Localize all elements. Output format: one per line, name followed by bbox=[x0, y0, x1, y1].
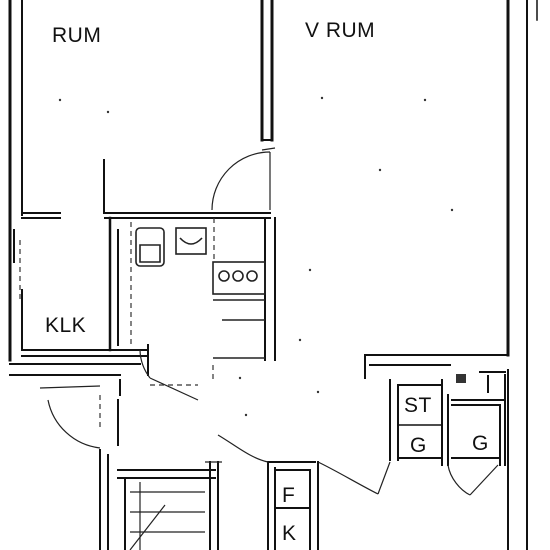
specks bbox=[58, 96, 466, 417]
walls bbox=[8, 0, 538, 550]
room-label-g-left: G bbox=[410, 434, 427, 457]
room-label-g-right: G bbox=[472, 432, 489, 455]
room-label-st: ST bbox=[404, 394, 432, 417]
room-labels: RUM V RUM KLK ST G G F K bbox=[45, 19, 489, 545]
room-label-klk: KLK bbox=[45, 314, 86, 337]
dashed-lines bbox=[19, 240, 214, 430]
kitchen-fixtures bbox=[130, 218, 266, 359]
room-label-v-rum: V RUM bbox=[305, 19, 375, 42]
room-label-rum: RUM bbox=[52, 24, 101, 47]
room-label-f: F bbox=[282, 484, 295, 507]
stairs bbox=[129, 482, 205, 550]
room-label-k: K bbox=[282, 522, 297, 545]
doors bbox=[39, 147, 499, 496]
